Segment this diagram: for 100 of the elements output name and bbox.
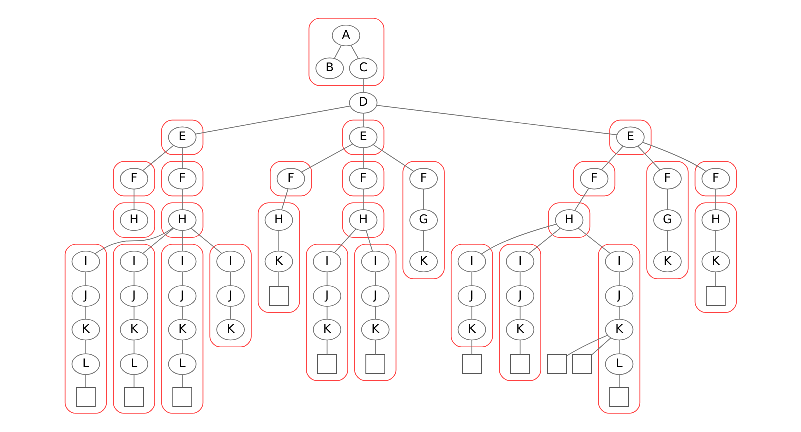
connector	[422, 230, 424, 252]
node-box	[462, 354, 482, 374]
connector	[278, 272, 279, 288]
cluster	[306, 244, 348, 382]
node-ellipse: I	[168, 250, 196, 273]
node-ellipse: F	[168, 168, 196, 190]
node-ellipse: I	[506, 250, 534, 273]
node-ellipse: J	[312, 285, 342, 308]
connector	[618, 306, 620, 320]
node-box	[609, 387, 629, 408]
connector	[362, 148, 364, 169]
connector	[230, 272, 231, 286]
connector	[376, 105, 617, 136]
cluster	[548, 202, 590, 238]
connector	[480, 224, 557, 255]
node-box	[706, 286, 726, 306]
connector	[618, 374, 620, 388]
cluster	[257, 202, 300, 314]
connector	[618, 340, 620, 354]
cluster	[609, 120, 652, 156]
connector	[362, 78, 364, 93]
node-ellipse: J	[168, 285, 196, 308]
node-ellipse: I	[216, 250, 245, 273]
connector	[334, 228, 356, 254]
cluster	[270, 161, 312, 197]
node-box	[316, 354, 337, 374]
connector	[142, 145, 174, 172]
connector	[300, 144, 353, 173]
node-box	[268, 286, 288, 306]
cluster	[64, 244, 107, 414]
connector	[133, 374, 134, 388]
node-ellipse: H	[264, 210, 293, 232]
node-ellipse: K	[457, 319, 486, 341]
node-ellipse: K	[71, 319, 100, 341]
node-ellipse: G	[653, 210, 682, 232]
connector	[366, 230, 373, 252]
node-ellipse: K	[264, 250, 293, 273]
node-ellipse: I	[360, 250, 390, 273]
node-ellipse: F	[409, 168, 438, 190]
connector	[374, 272, 376, 286]
cluster	[342, 120, 384, 156]
connector	[566, 335, 608, 356]
cluster	[450, 244, 493, 348]
node-ellipse: C	[348, 58, 378, 80]
node-ellipse: I	[312, 250, 342, 273]
connector	[374, 306, 376, 320]
connector	[471, 272, 472, 286]
connector	[194, 106, 350, 135]
node-ellipse: I	[71, 250, 100, 273]
connector	[278, 230, 279, 252]
node-ellipse: E	[616, 126, 644, 148]
cluster	[342, 161, 384, 197]
connector	[519, 340, 520, 356]
node-ellipse: K	[506, 319, 534, 341]
cluster	[342, 202, 384, 238]
connector	[591, 338, 611, 356]
connector	[715, 272, 716, 288]
node-box	[172, 387, 192, 408]
connector	[326, 272, 328, 286]
node-box	[510, 354, 530, 374]
node-ellipse: K	[409, 250, 438, 273]
cluster	[308, 18, 384, 86]
connector	[618, 272, 620, 286]
connector	[374, 340, 376, 356]
connector	[715, 188, 716, 210]
connector	[326, 306, 328, 320]
cluster	[498, 244, 541, 382]
cluster	[694, 202, 737, 314]
connector	[85, 272, 86, 286]
node-ellipse: K	[604, 319, 634, 341]
node-ellipse: L	[120, 354, 148, 376]
cluster	[209, 244, 252, 348]
connector	[230, 306, 231, 320]
connector	[372, 144, 414, 172]
cluster	[112, 244, 155, 414]
node-ellipse: L	[71, 354, 100, 376]
connector	[362, 113, 364, 128]
cluster	[572, 161, 616, 197]
node-ellipse: F	[120, 168, 148, 190]
node-ellipse: K	[216, 319, 245, 341]
connector	[528, 228, 560, 254]
node-ellipse: D	[348, 92, 378, 114]
node-ellipse: J	[506, 285, 534, 308]
connector	[133, 272, 134, 286]
node-box	[76, 387, 96, 408]
cluster	[160, 120, 204, 156]
node-ellipse: K	[360, 319, 390, 341]
connector	[519, 272, 520, 286]
node-ellipse: F	[348, 168, 378, 190]
node-box	[365, 354, 385, 374]
node-ellipse: K	[312, 319, 342, 341]
connector	[471, 306, 472, 320]
node-ellipse: A	[332, 24, 360, 47]
connector	[85, 374, 86, 388]
connector	[666, 230, 668, 252]
node-ellipse: J	[360, 285, 390, 308]
connector	[600, 146, 624, 170]
node-ellipse: H	[701, 210, 730, 232]
connector	[142, 228, 174, 254]
node-ellipse: K	[653, 250, 682, 273]
